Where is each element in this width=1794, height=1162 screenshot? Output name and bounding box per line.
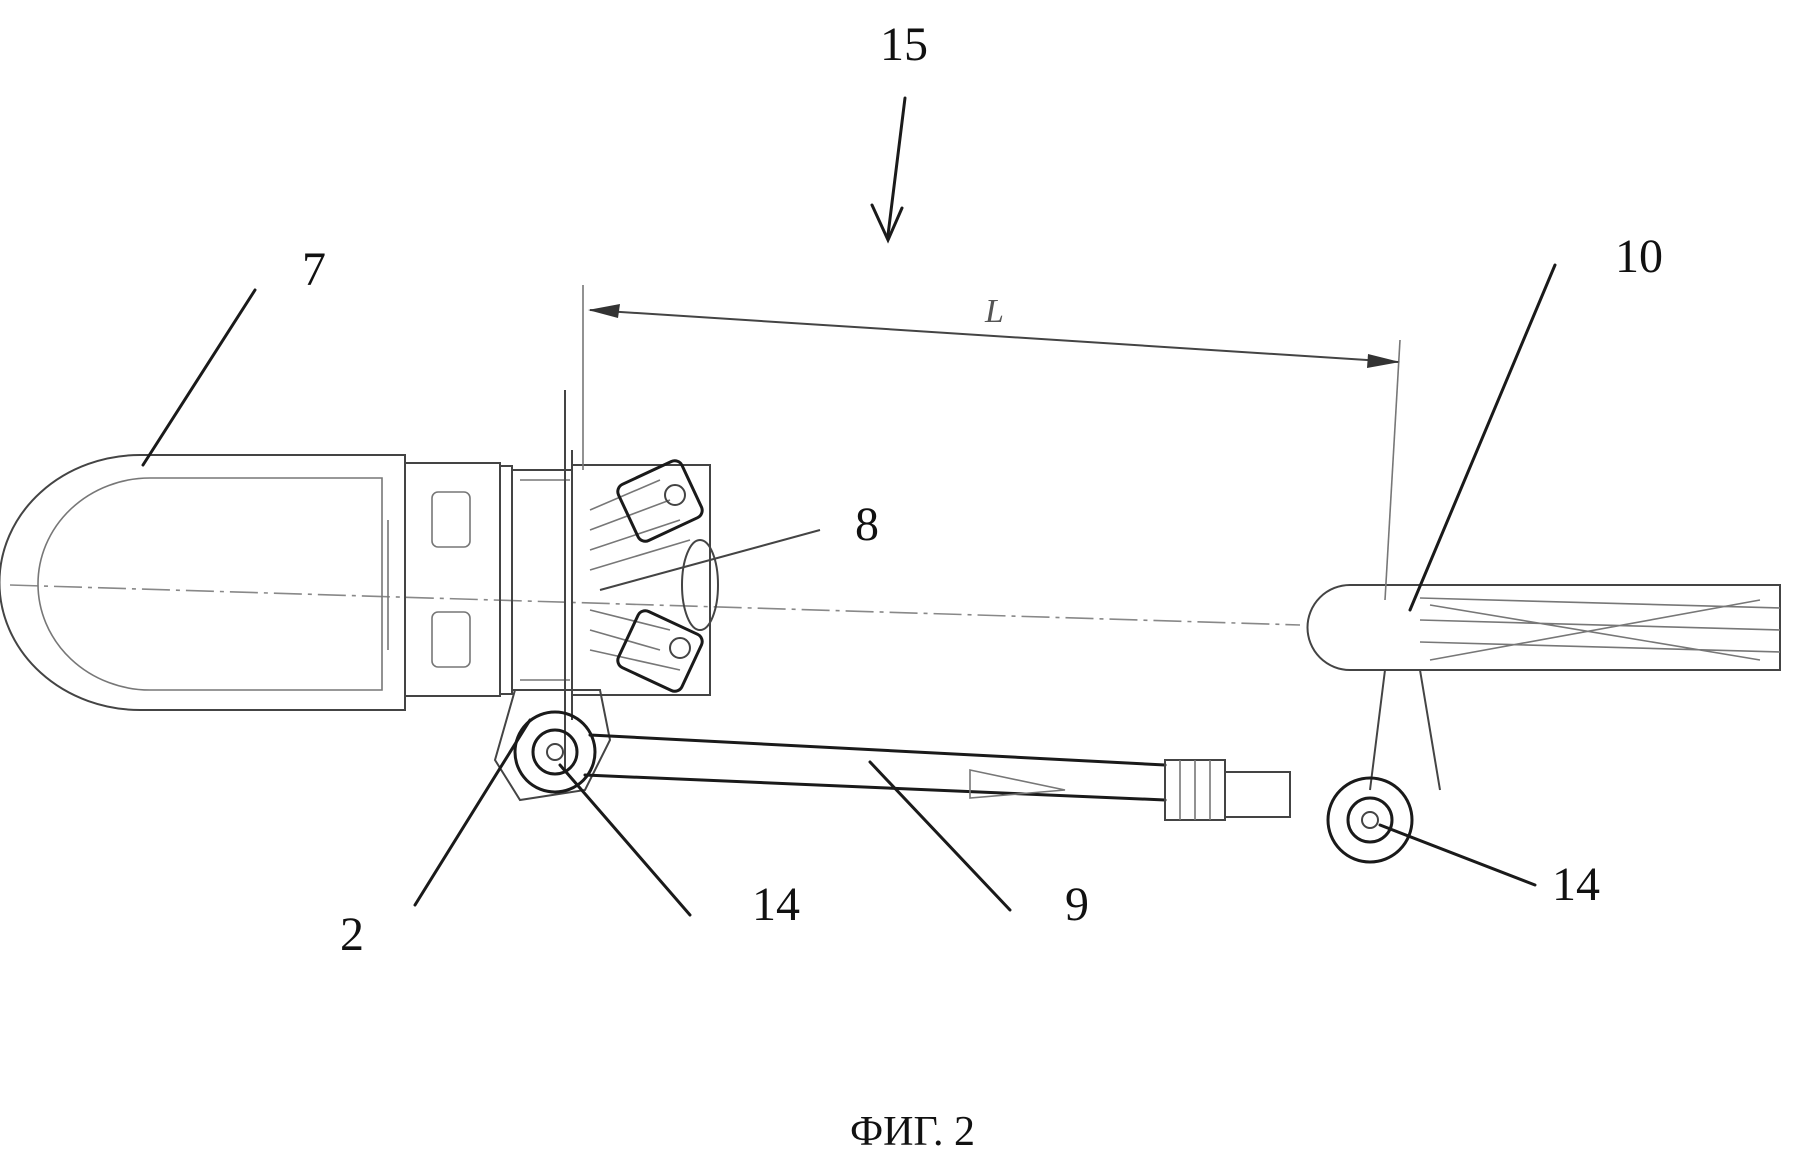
roller-lower (616, 609, 704, 693)
dimension-label: L (984, 293, 1004, 330)
dimension-L: L (582, 285, 1401, 601)
leader-line-14-right (1378, 823, 1537, 887)
leader-line-14-left (558, 763, 692, 917)
label-14-right: 14 (1552, 858, 1600, 911)
leader-line-2 (413, 718, 532, 907)
leader-line-9 (868, 760, 1012, 912)
figure-caption: ФИГ. 2 (850, 1109, 975, 1155)
leader-line-10 (1408, 263, 1557, 612)
rod-part-9 (583, 733, 1291, 821)
label-2: 2 (340, 908, 364, 961)
roller-upper (616, 459, 704, 543)
leader-line-7 (141, 288, 257, 467)
view-arrow-15 (870, 96, 907, 244)
label-8: 8 (855, 498, 879, 551)
label-14-left: 14 (752, 878, 800, 931)
leader-line-8 (599, 529, 821, 591)
housing-part-7 (0, 454, 406, 711)
label-9: 9 (1065, 878, 1089, 931)
arm-part-10 (1306, 584, 1781, 864)
centerline (9, 584, 1301, 626)
label-7: 7 (302, 243, 326, 296)
hub-block (404, 390, 573, 770)
lever-part-2 (493, 689, 612, 802)
yoke-part-8 (572, 459, 719, 696)
label-10: 10 (1615, 230, 1663, 283)
label-15: 15 (880, 18, 928, 71)
